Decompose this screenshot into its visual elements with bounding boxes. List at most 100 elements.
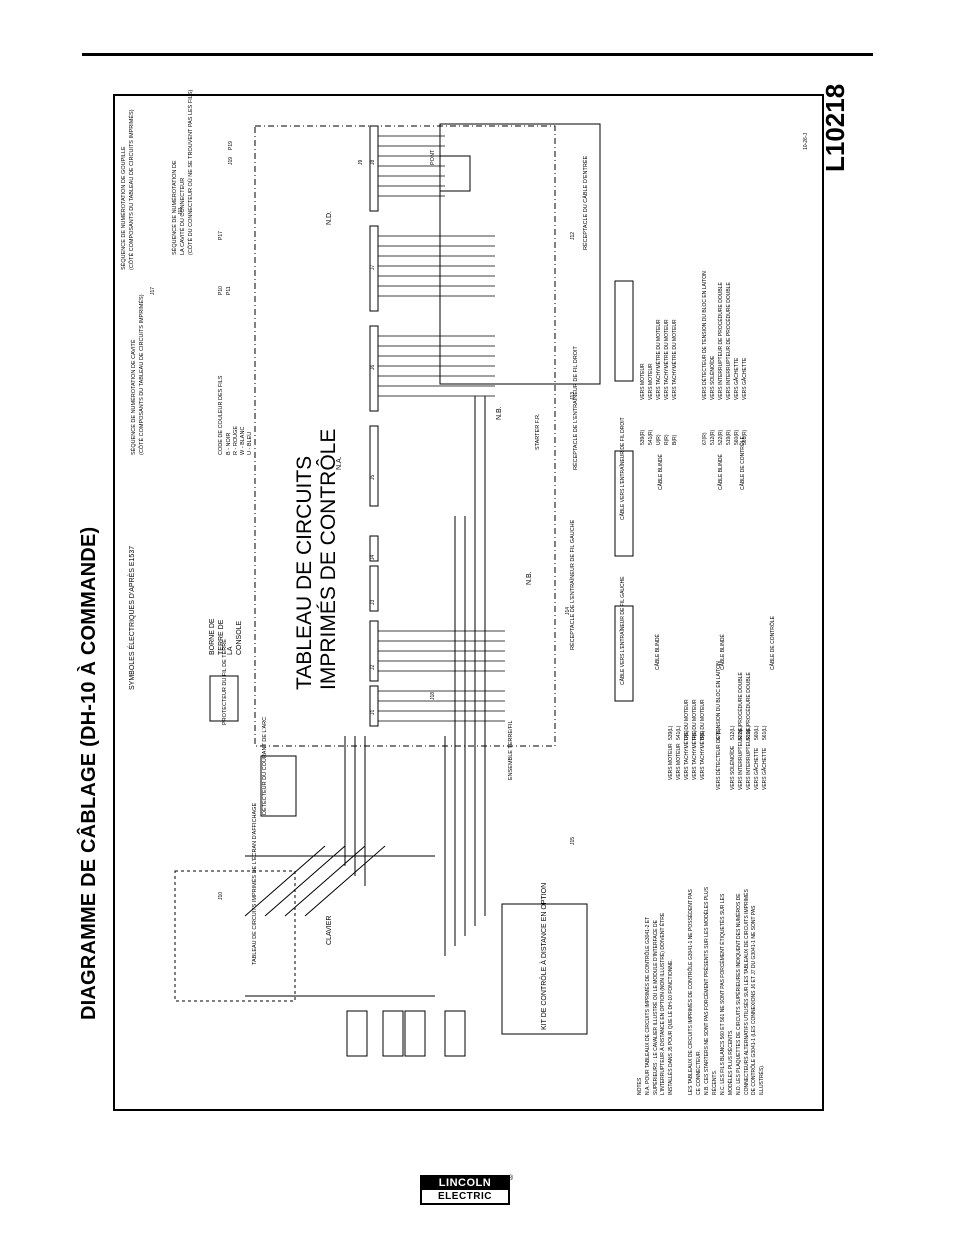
conn-p10: P10 xyxy=(218,286,224,295)
left-wire-0: 539(L) xyxy=(668,725,674,740)
color-code-0: B - NOIR xyxy=(226,432,232,455)
ground-protector-box xyxy=(209,675,239,722)
lincoln-electric-logo: LINCOLN ELECTRIC xyxy=(420,1175,510,1205)
left-wire-8: 519(L) xyxy=(746,725,752,740)
conn-p19: P19 xyxy=(228,141,234,150)
right-list-2: VERS TACHYMÈTRE DU MOTEUR xyxy=(656,319,662,400)
conn-j12: J12 xyxy=(570,231,576,240)
bridge-rectifier xyxy=(439,155,471,192)
right-list-8: VERS INTERRUPTEUR DE PROCÉDURE DOUBLE xyxy=(726,282,732,400)
left-wire-9: 560(L) xyxy=(754,725,760,740)
right-wire-2: U(R) xyxy=(656,434,662,445)
right-list-4: VERS TACHYMÈTRE DU MOTEUR xyxy=(672,319,678,400)
registered-mark: ® xyxy=(508,1175,514,1182)
pin-title: SÉQUENCE DE NUMÉROTATION DE GOUPILLE xyxy=(121,146,127,270)
notes-title: NOTES xyxy=(637,1077,643,1095)
conn-j17: J17 xyxy=(150,286,156,295)
harness-lines xyxy=(344,396,486,956)
note-0: N.A. POUR TABLEAUX DE CIRCUITS IMPRIMÉS … xyxy=(645,912,674,1095)
keyboard-switches xyxy=(244,845,435,997)
right-receptacle-label: RÉCEPTACLE DE L'ENTRAÎNEUR DE FIL DROIT xyxy=(573,346,579,470)
right-wire-4: B(R) xyxy=(672,434,678,445)
pin-sub: (CÔTÉ COMPOSANTS DU TABLEAU DE CIRCUITS … xyxy=(129,109,135,270)
left-wire-5: 67(L) xyxy=(716,728,722,740)
page-title: DIAGRAMME DE CÂBLAGE (DH-10 À COMMANDE) xyxy=(78,526,100,1020)
conn-j10: J10 xyxy=(218,891,224,900)
conn-j13: J13 xyxy=(570,391,576,400)
wire-bundles-left xyxy=(378,630,505,722)
top-rule xyxy=(82,53,873,56)
cable-shielded-right: CÂBLE BLINDÉ xyxy=(658,454,664,490)
cavity-sub: (CÔTÉ COMPOSANTS DU TABLEAU DE CIRCUITS … xyxy=(139,294,145,455)
control-pcb-outline xyxy=(254,125,556,747)
right-wire-6: 512(R) xyxy=(710,429,716,445)
arc-detector-label: DÉTECTEUR DU COURANT DE L'ARC xyxy=(262,716,268,815)
diagram-code: L10218 xyxy=(820,83,850,172)
conn-j1: J1 xyxy=(370,709,376,715)
left-list-10: VERS GÂCHETTE xyxy=(762,747,768,790)
feeder-set-label: ENSEMBLE TERRE/FIL xyxy=(508,720,514,781)
conn-j7: J7 xyxy=(370,264,376,270)
right-list-6: VERS SOLÉNOÏDE xyxy=(710,355,716,400)
right-list-0: VERS MOTEUR xyxy=(640,363,646,400)
revision: 10-26-J xyxy=(803,133,809,150)
left-wire-1: 541(L) xyxy=(676,725,682,740)
conn-p11: P11 xyxy=(226,286,232,295)
left-list-5: VERS DÉTECTEUR DE TENSION DU BLOC EN LAI… xyxy=(716,661,722,790)
callout-nb-left: N.B. xyxy=(526,571,533,585)
right-terminals xyxy=(614,280,634,702)
color-code-2: W - BLANC xyxy=(240,426,246,455)
left-list-6: VERS SOLÉNOÏDE xyxy=(730,745,736,790)
callout-na: N.A. xyxy=(336,456,343,470)
callout-nd: N.D. xyxy=(326,211,333,225)
left-receptacle-label: RÉCEPTACLE DE L'ENTRAÎNEUR DE FIL GAUCHE xyxy=(570,519,576,650)
cable-control-right: CÂBLE DE CONTRÔLE xyxy=(740,436,746,490)
left-list-9: VERS GÂCHETTE xyxy=(754,747,760,790)
conn-j4: J4 xyxy=(370,554,376,560)
side-connectors xyxy=(346,1010,466,1057)
callout-nb-right: N.B. xyxy=(496,406,503,420)
note-4: N.D. LES PLAQUETTES DE CIRCUITS SUPÉRIEU… xyxy=(736,889,765,1095)
right-list-7: VERS INTERRUPTEUR DE PROCÉDURE DOUBLE xyxy=(718,282,724,400)
bridge-label: PONT xyxy=(430,149,436,165)
remote-kit-label: KIT DE CONTRÔLE À DISTANCE EN OPTION xyxy=(541,882,548,1030)
right-list-3: VERS TACHYMÈTRE DU MOTEUR xyxy=(664,319,670,400)
conn-j14: J14 xyxy=(565,606,571,615)
right-wire-8: 519(R) xyxy=(726,429,732,445)
right-wire-3: R(R) xyxy=(664,434,670,445)
right-list-1: VERS MOTEUR xyxy=(648,363,654,400)
conn-j11: J11 xyxy=(178,207,184,215)
cable-shielded-left: CÂBLE BLINDÉ xyxy=(655,634,661,670)
keyboard-label: CLAVIER xyxy=(326,915,333,945)
remote-kit-box xyxy=(501,903,588,1035)
left-wire-2: U(L) xyxy=(684,730,690,740)
conn-j2: J2 xyxy=(370,664,376,670)
connector-sub2: (CÔTÉ DU CONNECTEUR OÙ NE SE TROUVENT PA… xyxy=(188,89,194,255)
cable-shielded-left-2: CÂBLE BLINDÉ xyxy=(720,634,726,670)
wire-bundles-right xyxy=(378,135,495,397)
ground-protector: PROTECTEUR DU FIL DE TERRE xyxy=(222,639,228,725)
left-wire-10: 561(L) xyxy=(762,725,768,740)
right-wire-0: 539(R) xyxy=(640,429,646,445)
input-receptacle-box xyxy=(439,123,601,385)
left-wire-4: B(L) xyxy=(700,730,706,740)
color-code-1: R - ROUGE xyxy=(233,425,239,455)
note-3: N.C. LES FILS BLANCS 560 ET 561 NE SONT … xyxy=(720,893,734,1095)
right-wire-1: 541(R) xyxy=(648,429,654,445)
symbols-note: SYMBOLES ÉLECTRIQUES D'APRÈS E1537 xyxy=(129,545,136,690)
left-wire-3: R(L) xyxy=(692,730,698,740)
cable-shielded-right-2: CÂBLE BLINDÉ xyxy=(718,454,724,490)
left-wire-7: 522(L) xyxy=(738,725,744,740)
cable-right: CÂBLE VERS L'ENTRAÎNEUR DE FIL DROIT xyxy=(620,417,626,520)
color-code-title: CODE DE COULEUR DES FILS xyxy=(218,375,224,455)
right-list-5: VERS DÉTECTEUR DE TENSION DU BLOC EN LAI… xyxy=(702,271,708,400)
connector-sub: LA CAVITÉ DU CONNECTEUR xyxy=(180,177,186,255)
conn-j6: J6 xyxy=(370,364,376,370)
note-1: LES TABLEAUX DE CIRCUITS IMPRIMÉS DE CON… xyxy=(688,889,702,1095)
wiring-diagram xyxy=(174,123,634,1057)
pcb-title: TABLEAU DE CIRCUITS IMPRIMÉS DE CONTRÔLE xyxy=(293,428,340,690)
conn-j5: J5 xyxy=(370,474,376,480)
display-board-outline xyxy=(174,870,296,1002)
arc-detector-box xyxy=(260,755,297,817)
conn-j19: J19 xyxy=(228,156,234,165)
